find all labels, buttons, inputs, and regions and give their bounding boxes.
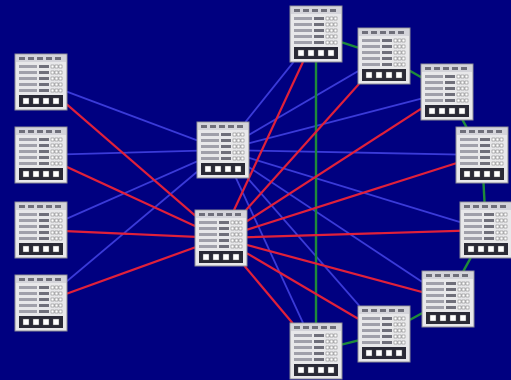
network-switch-icon: [357, 305, 411, 363]
link-blue-L3-C1: [40, 149, 224, 231]
node-r1[interactable]: [289, 5, 343, 63]
node-r2[interactable]: [357, 27, 411, 85]
node-l1[interactable]: [14, 53, 68, 111]
network-switch-icon: [14, 274, 68, 332]
link-blue-L2-C1: [40, 149, 224, 156]
link-red-C2-R5: [219, 228, 488, 240]
network-switch-icon: [289, 322, 343, 380]
network-switch-icon: [357, 27, 411, 85]
link-red-C2-R3: [219, 90, 449, 240]
link-red-L3-C2: [39, 228, 223, 240]
network-switch-icon: [14, 201, 68, 259]
link-blue-C1-R2: [222, 55, 385, 151]
node-r8[interactable]: [289, 322, 343, 380]
node-r3[interactable]: [420, 63, 474, 121]
network-switch-icon: [14, 126, 68, 184]
node-c1[interactable]: [196, 121, 250, 179]
node-r5[interactable]: [459, 201, 511, 259]
node-r4[interactable]: [455, 126, 509, 184]
network-switch-icon: [196, 121, 250, 179]
node-r6[interactable]: [421, 270, 475, 328]
link-blue-L4-C1: [40, 149, 224, 304]
link-red-C2-R6: [219, 236, 450, 301]
link-blue-L1-C1: [40, 81, 224, 151]
link-blue-C1-R5: [222, 149, 487, 231]
link-blue-C1-R7: [222, 149, 385, 335]
node-r7[interactable]: [357, 305, 411, 363]
node-l4[interactable]: [14, 274, 68, 332]
link-red-L4-C2: [39, 236, 223, 305]
node-l2[interactable]: [14, 126, 68, 184]
link-red-L2-C2: [39, 153, 223, 240]
link-blue-C1-R3: [222, 91, 448, 151]
nodes-layer: [14, 5, 511, 380]
link-red-C2-R7: [219, 236, 386, 336]
link-red-C2-R2: [219, 54, 386, 240]
network-switch-icon: [459, 201, 511, 259]
network-switch-icon: [421, 270, 475, 328]
network-switch-icon: [455, 126, 509, 184]
link-blue-C1-R6: [222, 149, 449, 300]
network-switch-icon: [420, 63, 474, 121]
network-switch-icon: [194, 209, 248, 267]
link-red-L1-C2: [39, 80, 223, 240]
network-switch-icon: [289, 5, 343, 63]
network-switch-icon: [14, 53, 68, 111]
node-l3[interactable]: [14, 201, 68, 259]
link-red-C2-R1: [219, 32, 318, 240]
link-red-C2-R4: [219, 153, 484, 240]
node-c2[interactable]: [194, 209, 248, 267]
